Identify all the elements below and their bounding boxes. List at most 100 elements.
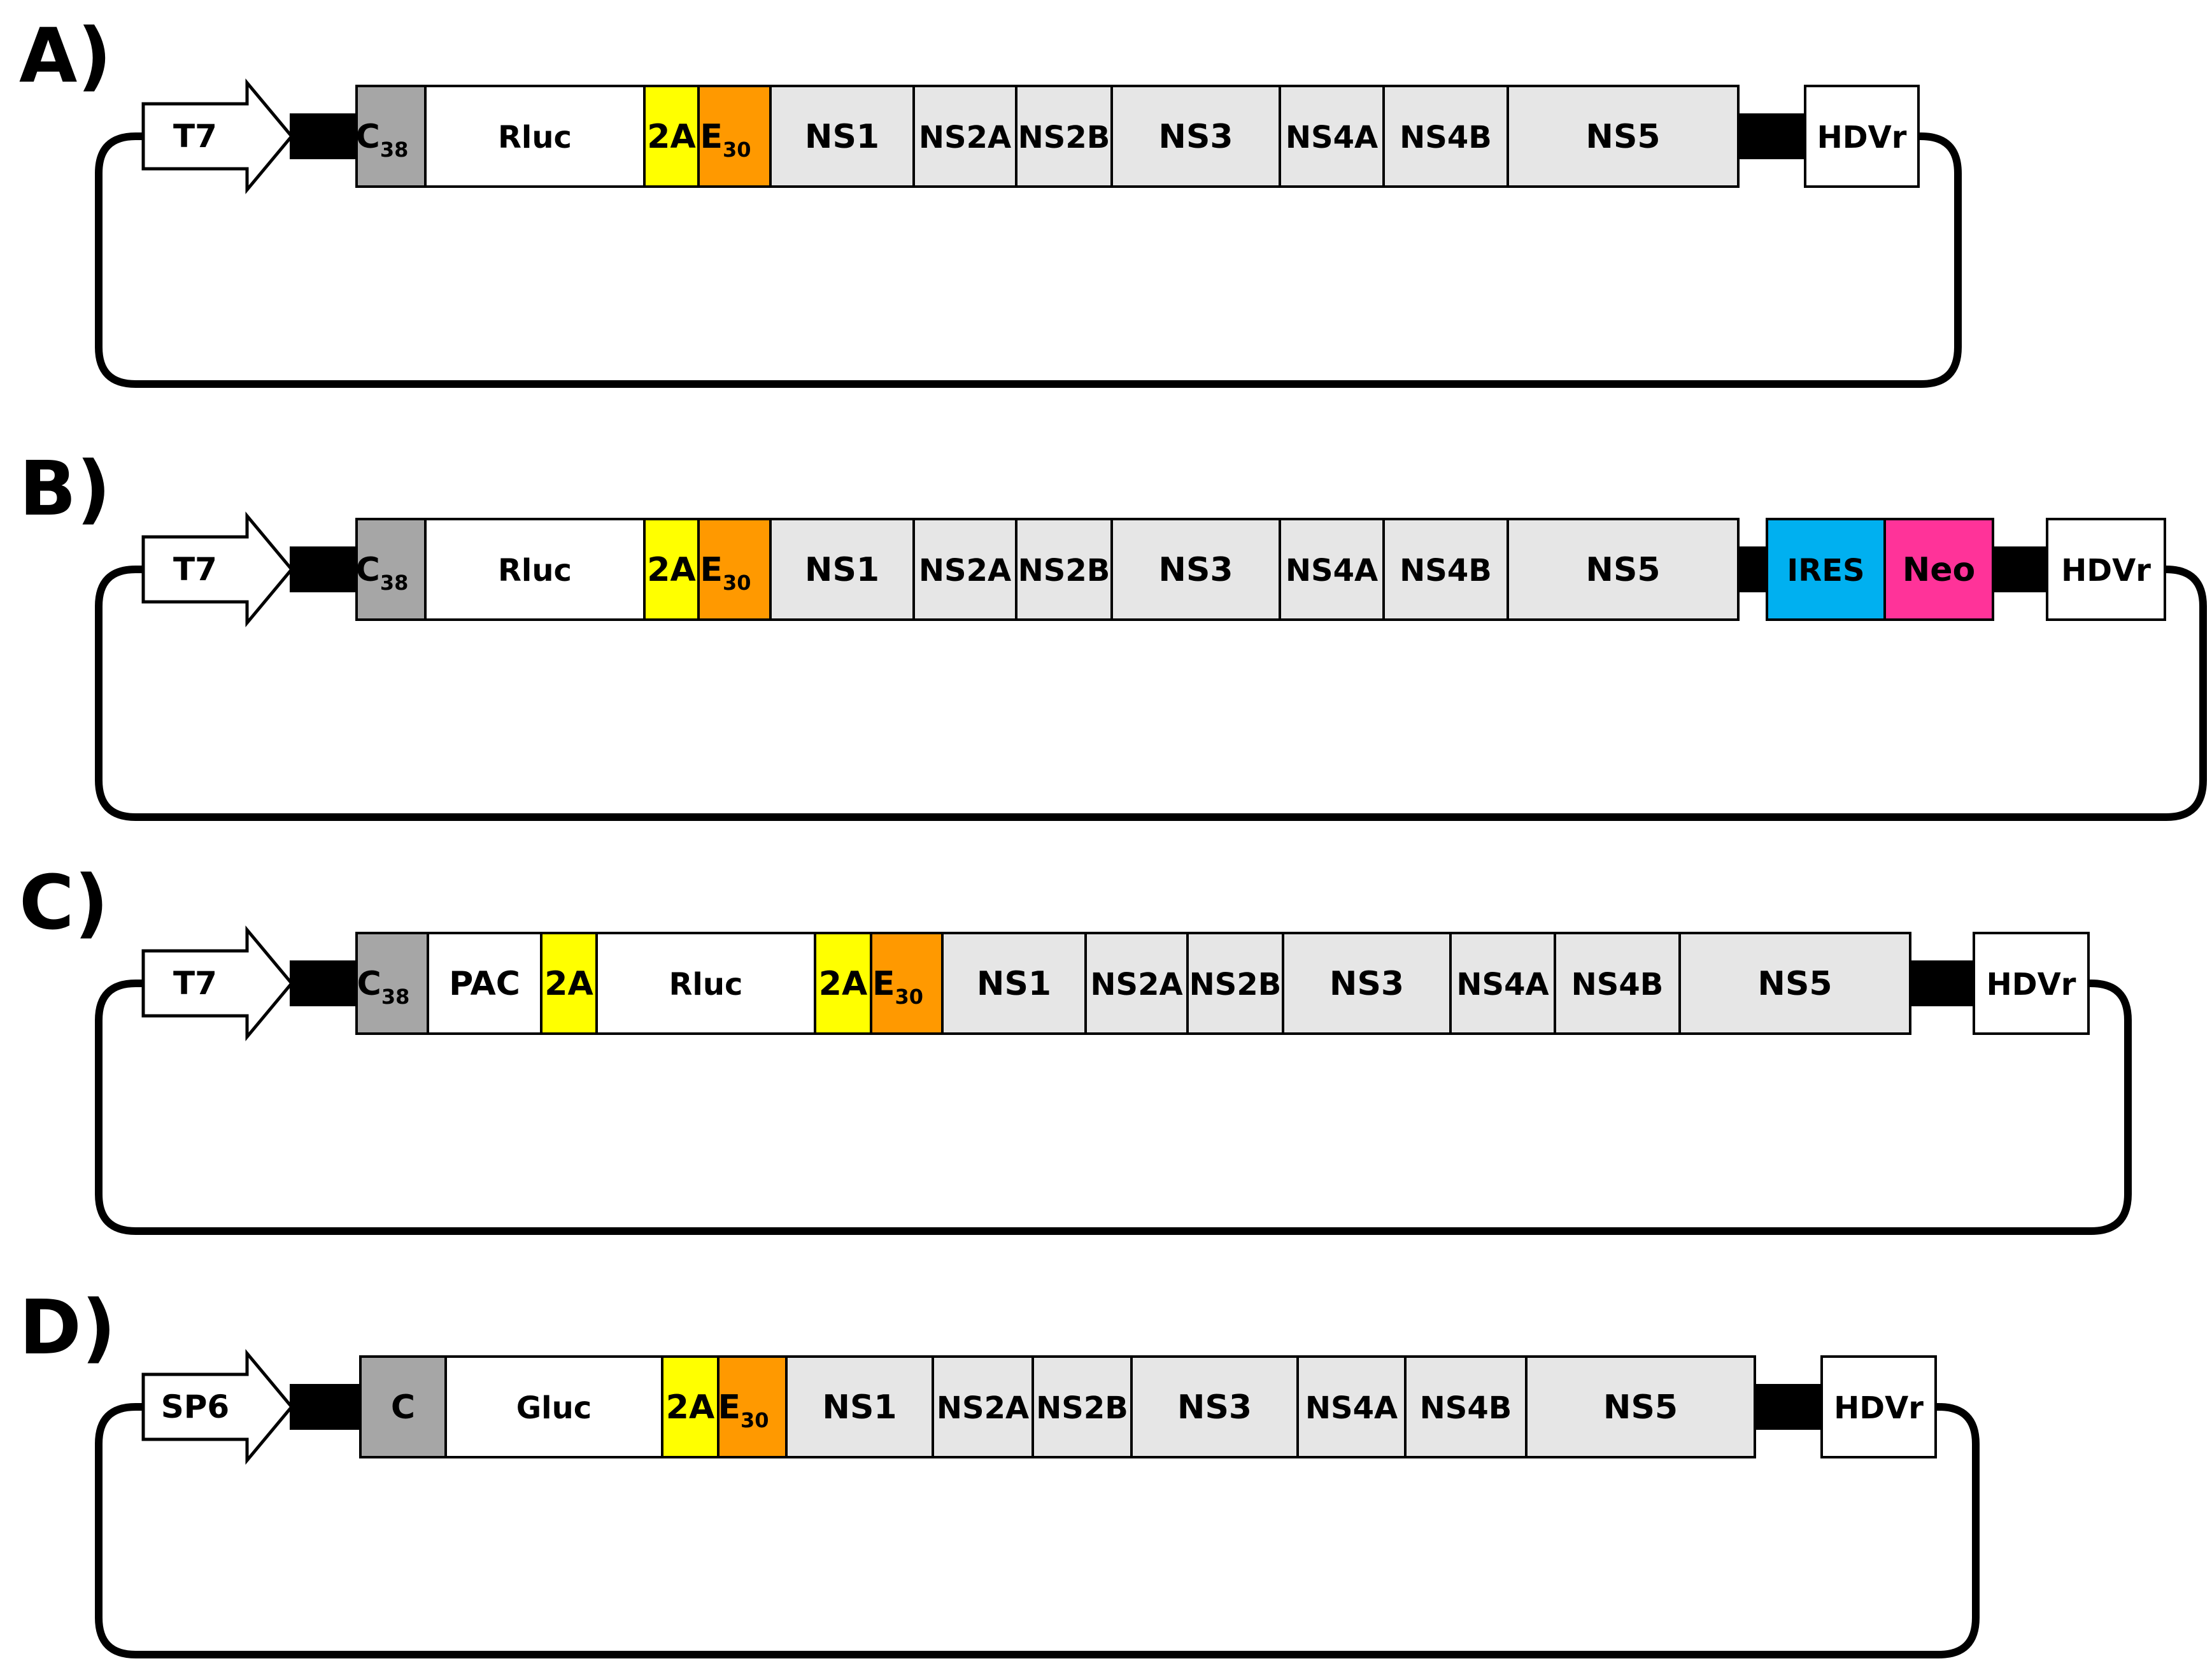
segment-hdvr-box: [1973, 932, 2090, 1035]
segment-pac-box: [427, 932, 542, 1035]
linker-block: [1993, 546, 2047, 592]
segment-c-box: [355, 518, 427, 621]
segment-ns2b-box: [1032, 1355, 1133, 1458]
segment-label: HDVr: [2061, 553, 2151, 588]
segment-ns5-box: [1507, 518, 1740, 621]
segment-label: NS5: [1585, 118, 1660, 156]
segment-label: NS4B: [1420, 1390, 1512, 1426]
linker-block: [1910, 960, 1974, 1006]
segment-label: NS2B: [1036, 1390, 1128, 1426]
promoter-arrow-icon: [141, 78, 294, 194]
segment-label: Neo: [1903, 551, 1976, 589]
segment-e-box: [697, 518, 772, 621]
segment-label: Rluc: [498, 120, 572, 155]
segment-label: NS2A: [937, 1390, 1029, 1426]
segment-label: NS2B: [1018, 120, 1110, 155]
segment-2a-box: [540, 932, 598, 1035]
segment-label: PAC: [449, 965, 520, 1003]
segment-subscript: 30: [723, 138, 751, 162]
segment-label: HDVr: [1817, 120, 1907, 155]
segment-hdvr-box: [2046, 518, 2166, 621]
linker-block: [1755, 1384, 1822, 1430]
segment-hdvr-box: [1820, 1355, 1937, 1458]
segment-ns5-box: [1525, 1355, 1756, 1458]
segment-label: 2A: [544, 965, 593, 1003]
segment-neo-box: [1883, 518, 1994, 621]
segment-label: NS4A: [1286, 553, 1378, 588]
segment-label: 2A: [819, 965, 867, 1003]
segment-label: NS1: [977, 965, 1051, 1003]
segment-ns3-box: [1130, 1355, 1299, 1458]
segment-ns4a-box: [1296, 1355, 1407, 1458]
segment-gluc-box: [444, 1355, 663, 1458]
linker-block: [290, 546, 357, 592]
segment-rluc-box: [424, 85, 646, 188]
segment-ns5-box: [1507, 85, 1740, 188]
plasmid-backbone-line: [95, 566, 2207, 821]
segment-label: NS3: [1329, 965, 1404, 1003]
segment-label: NS3: [1158, 551, 1233, 589]
segment-label: NS4B: [1571, 967, 1664, 1002]
segment-ns4a-box: [1279, 518, 1385, 621]
segment-ns2b-box: [1015, 518, 1113, 621]
promoter-arrow-icon: [141, 925, 294, 1041]
segment-label: HDVr: [1987, 967, 2076, 1002]
promoter-label: T7: [173, 965, 217, 1002]
segment-e-box: [697, 85, 772, 188]
segment-label: Gluc: [516, 1390, 592, 1426]
segment-2a-box: [814, 932, 872, 1035]
segment-subscript: 38: [380, 138, 409, 162]
segment-subscript: 30: [741, 1408, 769, 1432]
segment-rluc-box: [424, 518, 646, 621]
segment-label: NS5: [1603, 1388, 1678, 1427]
promoter-arrow-icon: [141, 1349, 294, 1465]
segment-label: NS4B: [1400, 120, 1492, 155]
segment-ns4b-box: [1382, 518, 1509, 621]
segment-label: NS2A: [919, 120, 1011, 155]
segment-label: NS1: [805, 551, 879, 589]
segment-label: NS1: [805, 118, 879, 156]
segment-label: IRES: [1787, 553, 1864, 588]
promoter-label: T7: [173, 551, 217, 588]
segment-label: NS4A: [1305, 1390, 1398, 1426]
segment-label: C: [391, 1388, 415, 1427]
plasmid-backbone-line: [95, 132, 1962, 388]
segment-label: NS5: [1757, 965, 1832, 1003]
segment-label: NS5: [1585, 551, 1660, 589]
segment-subscript: 38: [381, 985, 410, 1009]
panel-label: D): [19, 1283, 116, 1371]
segment-ns5-box: [1678, 932, 1911, 1035]
segment-hdvr-box: [1804, 85, 1920, 188]
promoter-label: T7: [173, 118, 217, 155]
segment-label: NS4A: [1286, 120, 1378, 155]
panel-label: B): [19, 445, 111, 532]
panel-label: C): [19, 859, 109, 946]
segment-ns3-box: [1282, 932, 1452, 1035]
linker-block: [290, 960, 357, 1006]
segment-label: NS4B: [1400, 553, 1492, 588]
segment-label: Rluc: [669, 967, 742, 1002]
promoter-arrow-icon: [141, 511, 294, 627]
segment-label: NS2A: [1090, 967, 1182, 1002]
panel-label: A): [19, 11, 111, 99]
segment-rluc-box: [595, 932, 816, 1035]
segment-label: NS3: [1158, 118, 1233, 156]
segment-ns1-box: [785, 1355, 934, 1458]
linker-block: [290, 113, 357, 159]
segment-label: 2A: [647, 551, 695, 589]
segment-label: 2A: [647, 118, 695, 156]
segment-ns2b-box: [1015, 85, 1113, 188]
segment-ns1-box: [769, 85, 915, 188]
segment-ns4a-box: [1279, 85, 1385, 188]
linker-block: [1738, 546, 1767, 592]
linker-block: [290, 1384, 360, 1430]
segment-c-box: [359, 1355, 447, 1458]
segment-ns4a-box: [1449, 932, 1556, 1035]
plasmid-backbone-line: [95, 1403, 1980, 1658]
segment-label: 2A: [666, 1388, 714, 1427]
segment-2a-box: [643, 85, 700, 188]
